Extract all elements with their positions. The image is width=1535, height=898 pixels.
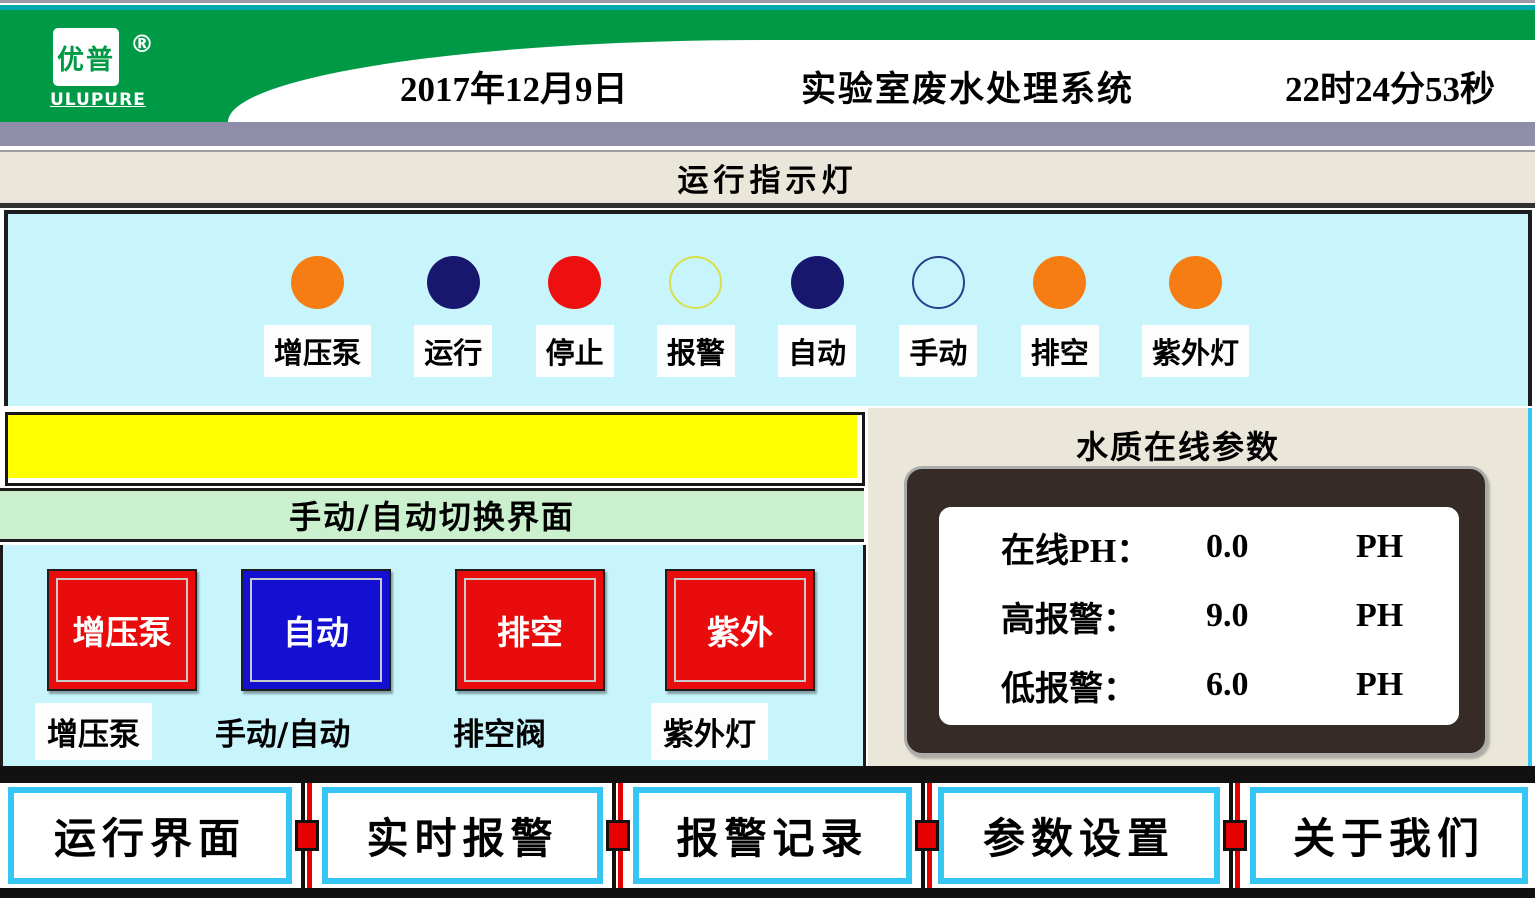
indicator-uv-lamp: 紫外灯 (1141, 256, 1249, 386)
nav-realtime-alarm-button[interactable]: 实时报警 (322, 787, 603, 884)
button-label: 增压泵 (72, 613, 172, 652)
booster-pump-lamp-icon (291, 256, 344, 309)
low-alarm-label: 低报警： (1001, 670, 1137, 708)
nav-about-us-button[interactable]: 关于我们 (1250, 787, 1528, 884)
nav-top-divider (0, 766, 1535, 783)
ph-display-screen: 在线PH： 0.0 PH 高报警： 9.0 PH 低报警： 6.0 PH (939, 507, 1459, 725)
lamp-label: 运行 (414, 325, 493, 377)
indicator-auto: 自动 (778, 256, 857, 386)
high-alarm-row: 高报警： 9.0 PH (1001, 592, 1459, 641)
booster-pump-button[interactable]: 增压泵 (47, 569, 197, 691)
logo-text: 优普 (57, 44, 115, 76)
indicator-booster-pump: 增压泵 (264, 256, 372, 386)
top-edge-gray (0, 0, 1535, 3)
indicator-stopped: 停止 (535, 256, 614, 386)
online-ph-label: 在线PH： (1001, 532, 1151, 570)
drain-valve-caption: 排空阀 (453, 717, 546, 753)
nav-separator (912, 783, 942, 888)
registered-trademark-icon: ® (130, 30, 154, 58)
nav-run-screen-button[interactable]: 运行界面 (8, 787, 292, 884)
indicator-running: 运行 (414, 256, 493, 386)
lamp-label: 紫外灯 (1141, 325, 1249, 377)
lamp-label: 增压泵 (264, 325, 372, 377)
nav-param-settings-button[interactable]: 参数设置 (938, 787, 1220, 884)
button-label: 排空 (497, 613, 563, 652)
indicator-alarm: 报警 (656, 256, 735, 386)
indicator-drain: 排空 (1020, 256, 1099, 386)
lamp-label: 报警 (656, 325, 735, 377)
time-display: 22时24分53秒 (1284, 69, 1495, 109)
date-display: 2017年12月9日 (400, 69, 628, 109)
high-alarm-unit: PH (1356, 597, 1404, 634)
lamp-label: 手动 (899, 325, 978, 377)
manual-lamp-icon (911, 256, 965, 309)
nav-separator-knob-icon (606, 820, 630, 851)
low-alarm-value: 6.0 (1206, 666, 1249, 703)
auto-manual-caption: 手动/自动 (215, 717, 351, 753)
high-alarm-value: 9.0 (1206, 597, 1249, 634)
drain-valve-button[interactable]: 排空 (455, 569, 605, 691)
nav-separator (1220, 783, 1250, 888)
lamp-label: 排空 (1020, 325, 1099, 377)
water-quality-panel: 水质在线参数 在线PH： 0.0 PH 高报警： 9.0 PH 低报警： 6.0… (868, 408, 1532, 766)
top-edge-white (0, 3, 1535, 5)
low-alarm-unit: PH (1356, 666, 1404, 703)
high-alarm-label: 高报警： (1001, 601, 1137, 639)
booster-pump-caption: 增压泵 (35, 703, 152, 760)
navigation-bar: 运行界面 实时报警 报警记录 参数设置 关于我们 (0, 783, 1535, 888)
online-ph-unit: PH (1356, 528, 1404, 565)
indicator-panel: 增压泵 运行 停止 报警 自动 手动 (4, 210, 1532, 406)
button-label: 紫外 (707, 613, 773, 652)
running-lamp-icon (426, 256, 480, 309)
lamp-label: 停止 (535, 325, 614, 377)
nav-separator-knob-icon (295, 820, 319, 851)
system-title: 实验室废水处理系统 (800, 69, 1134, 109)
manual-auto-panel: 增压泵 自动 排空 紫外 增压泵 手动/自动 排空阀 紫外灯 (0, 545, 866, 766)
nav-separator-knob-icon (915, 820, 939, 851)
lights-row: 增压泵 运行 停止 报警 自动 手动 (264, 256, 1249, 386)
ph-display-frame: 在线PH： 0.0 PH 高报警： 9.0 PH 低报警： 6.0 PH (904, 466, 1488, 756)
indicator-section-title: 运行指示灯 (0, 150, 1535, 208)
top-edge-teal (0, 5, 1535, 10)
water-quality-title: 水质在线参数 (1075, 428, 1280, 466)
lamp-label: 自动 (778, 325, 857, 377)
button-label: 自动 (283, 613, 349, 652)
drain-lamp-icon (1033, 256, 1087, 309)
low-alarm-row: 低报警： 6.0 PH (1001, 661, 1459, 710)
alarm-lamp-icon (669, 256, 723, 309)
online-ph-value: 0.0 (1206, 528, 1249, 565)
bottom-edge (0, 888, 1535, 898)
indicator-manual: 手动 (899, 256, 978, 386)
nav-separator (292, 783, 322, 888)
nav-alarm-record-button[interactable]: 报警记录 (633, 787, 912, 884)
uv-lamp-button[interactable]: 紫外 (665, 569, 815, 691)
stopped-lamp-icon (548, 256, 602, 309)
header-row: 2017年12月9日 实验室废水处理系统 22时24分53秒 (400, 62, 1495, 110)
header: 优普 ® ULUPURE 2017年12月9日 实验室废水处理系统 22时24分… (0, 10, 1535, 122)
logo-subtext: ULUPURE (50, 90, 146, 110)
auto-lamp-icon (790, 256, 844, 309)
online-ph-row: 在线PH： 0.0 PH (1001, 523, 1459, 572)
uv-lamp-caption: 紫外灯 (651, 703, 768, 760)
logo: 优普 (53, 28, 119, 86)
manual-auto-section-title: 手动/自动切换界面 (0, 488, 864, 542)
nav-separator (603, 783, 633, 888)
alarm-message-bar (5, 412, 865, 486)
nav-separator-knob-icon (1223, 820, 1247, 851)
uv-lamp-icon (1168, 256, 1222, 309)
header-divider-band (0, 122, 1535, 146)
auto-manual-toggle-button[interactable]: 自动 (241, 569, 391, 691)
alarm-message-bar-inner (8, 415, 857, 478)
